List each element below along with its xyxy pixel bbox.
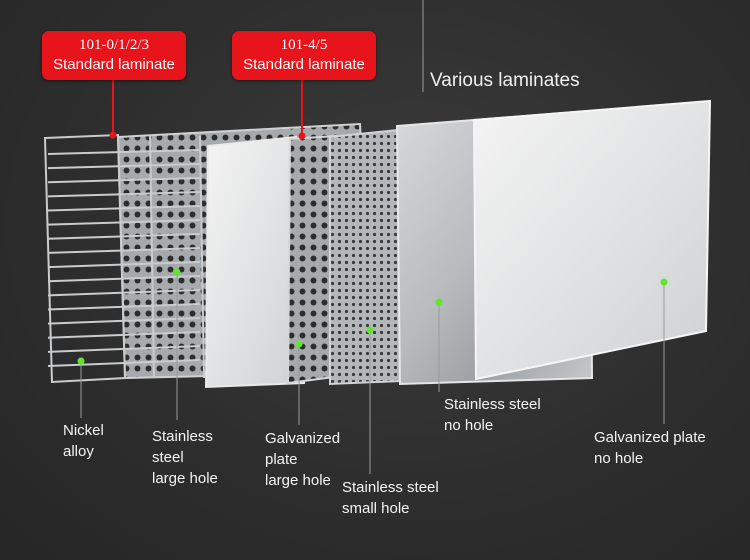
rack-bar — [47, 163, 201, 170]
panel-plain-sheet — [204, 135, 306, 389]
rack-bar — [47, 219, 201, 226]
tag1-pin — [109, 131, 117, 139]
marker-nickel — [77, 357, 85, 365]
label-stainless-small-hole: Stainless steel small hole — [342, 479, 439, 517]
label-stainless-no-hole: Stainless steel no hole — [444, 396, 541, 434]
marker-ss-small — [366, 326, 374, 334]
tag2-code: 101-4/5 — [280, 37, 328, 53]
tag2-name: Standard laminate — [243, 56, 365, 73]
rack-bar — [47, 149, 201, 155]
marker-galv-nohole — [660, 278, 668, 286]
label-leader-lines — [80, 272, 665, 474]
rack-bar — [47, 303, 201, 311]
marker-ss-large — [173, 268, 181, 276]
label-nickel-alloy: Nickel alloy — [63, 422, 104, 460]
rack-bar — [47, 261, 201, 269]
panel-galvanized-large-hole — [286, 134, 338, 385]
rack-bar — [47, 331, 201, 339]
rack-bar — [47, 289, 201, 297]
green-markers — [77, 268, 668, 365]
tag1-code: 101-0/1/2/3 — [79, 37, 149, 53]
rack-bar — [47, 205, 201, 212]
label-stainless-large-hole: Stainless steel large hole — [152, 428, 218, 487]
label-galvanized-no-hole: Galvanized plate no hole — [594, 429, 706, 467]
rack-bar — [47, 247, 201, 254]
marker-ss-nohole — [435, 298, 443, 306]
panel-stainless-small-hole — [329, 128, 402, 386]
tag2-pin — [298, 132, 306, 140]
marker-galv-large — [295, 340, 303, 348]
rack-bar — [47, 317, 201, 325]
rack-upright — [149, 135, 155, 379]
tag1-name: Standard laminate — [53, 56, 175, 73]
rack-upright — [199, 135, 205, 379]
page-title: Various laminates — [430, 70, 580, 91]
rack-bar — [47, 345, 201, 353]
panel-galvanized-no-hole — [472, 99, 712, 381]
rack-bar — [47, 191, 201, 198]
label-galvanized-large-hole: Galvanized plate large hole — [265, 430, 341, 489]
tag-standard-laminate-1: 101-0/1/2/3 Standard laminate — [42, 31, 186, 80]
rack-bar — [47, 275, 201, 283]
rack-bar — [47, 177, 201, 184]
rack-bar — [47, 233, 201, 240]
rack-bar — [47, 359, 201, 367]
panel-nickel-alloy-rack — [43, 133, 205, 384]
tag-standard-laminate-2: 101-4/5 Standard laminate — [232, 31, 376, 80]
